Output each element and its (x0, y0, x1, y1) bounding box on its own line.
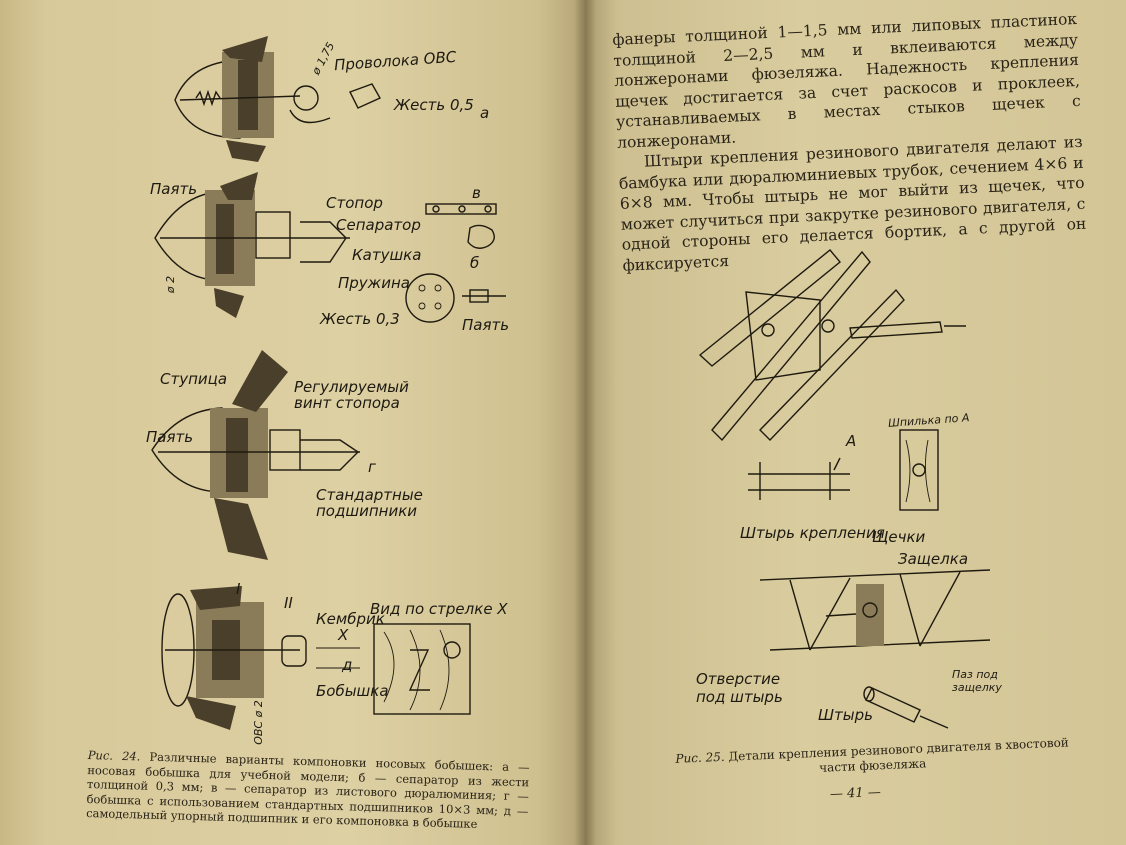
label-solder: Паять (150, 180, 198, 198)
paragraph-2: Штыри крепления резинового двигателя дел… (618, 132, 1087, 275)
label-adjustable: Регулируемый (294, 378, 409, 396)
label-hub: Ступица (160, 370, 228, 388)
label-mount-pin: Штырь крепления (740, 524, 885, 542)
label-cambric: Кембрик (316, 610, 385, 628)
label-latch: Защелка (898, 550, 969, 568)
label-fig-g: г (368, 458, 376, 476)
book-spine (574, 0, 596, 845)
label-roman-1: I (236, 580, 241, 598)
figure-24-caption: Рис. 24. Различные варианты компоновки н… (86, 748, 530, 833)
label-diameter-2: ø 2 (164, 275, 178, 294)
label-fig-d: д (342, 656, 353, 674)
label-arrow-a: А (846, 432, 857, 450)
label-boss: Бобышка (316, 682, 389, 700)
label-fig-v: в (472, 184, 481, 202)
label-roman-2: II (284, 594, 293, 612)
figure-25-drawing (698, 249, 991, 729)
right-page-body: фанеры толщиной 1—1,5 мм или липовых пла… (612, 9, 1088, 276)
label-fig-a: а (480, 104, 490, 122)
label-cheeks: Щечки (872, 528, 926, 546)
page-number: — 41 — (829, 784, 882, 803)
label-solder-2: Паять (462, 316, 510, 334)
label-ovs-2: ОВС ø 2 (251, 700, 265, 745)
label-pin-hole: Отверстие под штырь (696, 670, 783, 706)
caption-fig-number-25: Рис. 25. (675, 749, 725, 766)
label-spool: Катушка (352, 246, 422, 264)
label-bearings: подшипники (316, 502, 418, 520)
label-spring: Пружина (338, 274, 410, 292)
left-page (0, 0, 585, 845)
caption-text: Различные варианты компоновки носовых бо… (85, 749, 530, 831)
figure-b-drawing (154, 172, 506, 323)
label-solder-3: Паять (146, 428, 194, 446)
figure-g-drawing (151, 350, 360, 560)
label-view-x: Вид по стрелке X (370, 600, 508, 618)
figure-d-drawing (161, 586, 471, 730)
label-x: X (338, 626, 349, 644)
label-separator: Сепаратор (336, 216, 421, 234)
paragraph-1: фанеры толщиной 1—1,5 мм или липовых пла… (612, 9, 1082, 152)
figure-a-drawing (174, 36, 381, 162)
label-stopper: Стопор (326, 194, 383, 212)
right-page (585, 0, 1126, 845)
label-tin-0-5: Жесть 0,5 (394, 96, 474, 114)
label-tin-0-3: Жесть 0,3 (320, 310, 400, 328)
caption-fig-number: Рис. 24. (87, 748, 141, 764)
label-standard: Стандартные (316, 486, 423, 504)
label-latch-slot: Паз под защелку (952, 668, 1002, 694)
label-stop-screw: винт стопора (294, 394, 400, 412)
label-fig-b: б (470, 254, 480, 272)
label-pin: Штырь (818, 706, 873, 724)
